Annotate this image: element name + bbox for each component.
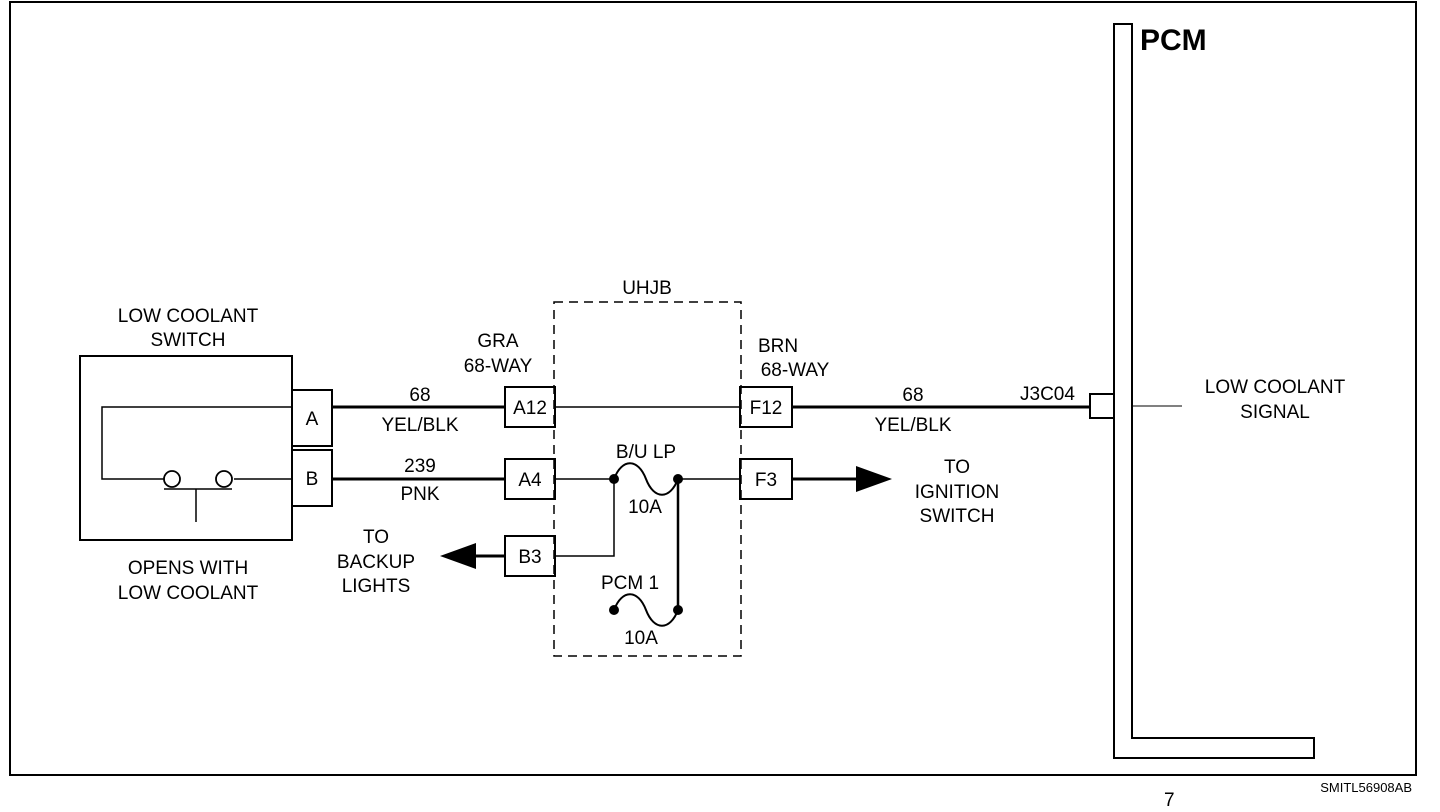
pin-f12: F12 [750,398,783,419]
fuse-bu-lp-symbol [613,462,679,496]
wire3-color: YEL/BLK [874,415,951,436]
wire3-circuit: 68 [902,385,923,406]
backup-lights-arrow [440,543,476,569]
ignition-label-1: TO [944,457,970,478]
switch-pin-a: A [306,409,319,430]
wire2-color: PNK [400,484,439,505]
switch-body [79,355,293,541]
backup-label-3: LIGHTS [342,576,411,597]
backup-label-2: BACKUP [337,552,415,573]
uhjb-label: UHJB [622,278,672,299]
diagram-frame [9,1,1417,776]
pcm-module-outline [1113,23,1315,759]
wire2-circuit: 239 [404,456,436,477]
wire1-color: YEL/BLK [381,415,458,436]
pcm-title: PCM [1140,24,1207,57]
stray-mark: 7 [1164,790,1175,811]
pin-a12: A12 [513,398,547,419]
switch-title-1: LOW COOLANT [118,306,259,327]
switch-actuator [164,488,232,522]
pcm-signal-label-2: SIGNAL [1240,402,1310,423]
fuse-bu-lp-node-left [609,474,619,484]
pcm-pin-box [1089,393,1115,419]
switch-contact-left [163,470,181,488]
switch-pin-a-box [291,389,333,447]
pin-b3: B3 [518,547,541,568]
brn-connector-1: BRN [758,336,798,357]
switch-pin-b: B [306,469,319,490]
fuse-bu-lp-node-right [673,474,683,484]
switch-contact-right [215,470,233,488]
gra-connector-1: GRA [477,331,519,352]
pin-a4: A4 [518,470,542,491]
switch-title-2: SWITCH [151,330,226,351]
pcm-pin-label: J3C04 [1020,384,1075,405]
ignition-label-2: IGNITION [915,482,999,503]
fuse-bu-lp-rating: 10A [628,497,662,518]
switch-caption-2: LOW COOLANT [118,583,259,604]
fuse-pcm1-node-left [609,605,619,615]
figure-code: SMITL56908AB [1320,780,1412,795]
fuse-pcm1-node-right [673,605,683,615]
uhjb-b3-feed [555,479,615,557]
gra-connector-2: 68-WAY [464,356,533,377]
brn-connector-2: 68-WAY [761,360,830,381]
fuse-pcm1-symbol [613,593,679,627]
ignition-switch-arrow [856,466,892,492]
switch-caption-1: OPENS WITH [128,558,248,579]
backup-label-1: TO [363,527,389,548]
pcm-signal-label-1: LOW COOLANT [1205,377,1346,398]
switch-internal-wire [101,406,292,480]
fuse-pcm1-name: PCM 1 [601,573,659,594]
fuse-pcm1-rating: 10A [624,628,658,649]
fuse-bu-lp-name: B/U LP [616,442,676,463]
pin-f3: F3 [755,470,777,491]
ignition-label-3: SWITCH [920,506,995,527]
wire1-circuit: 68 [409,385,430,406]
